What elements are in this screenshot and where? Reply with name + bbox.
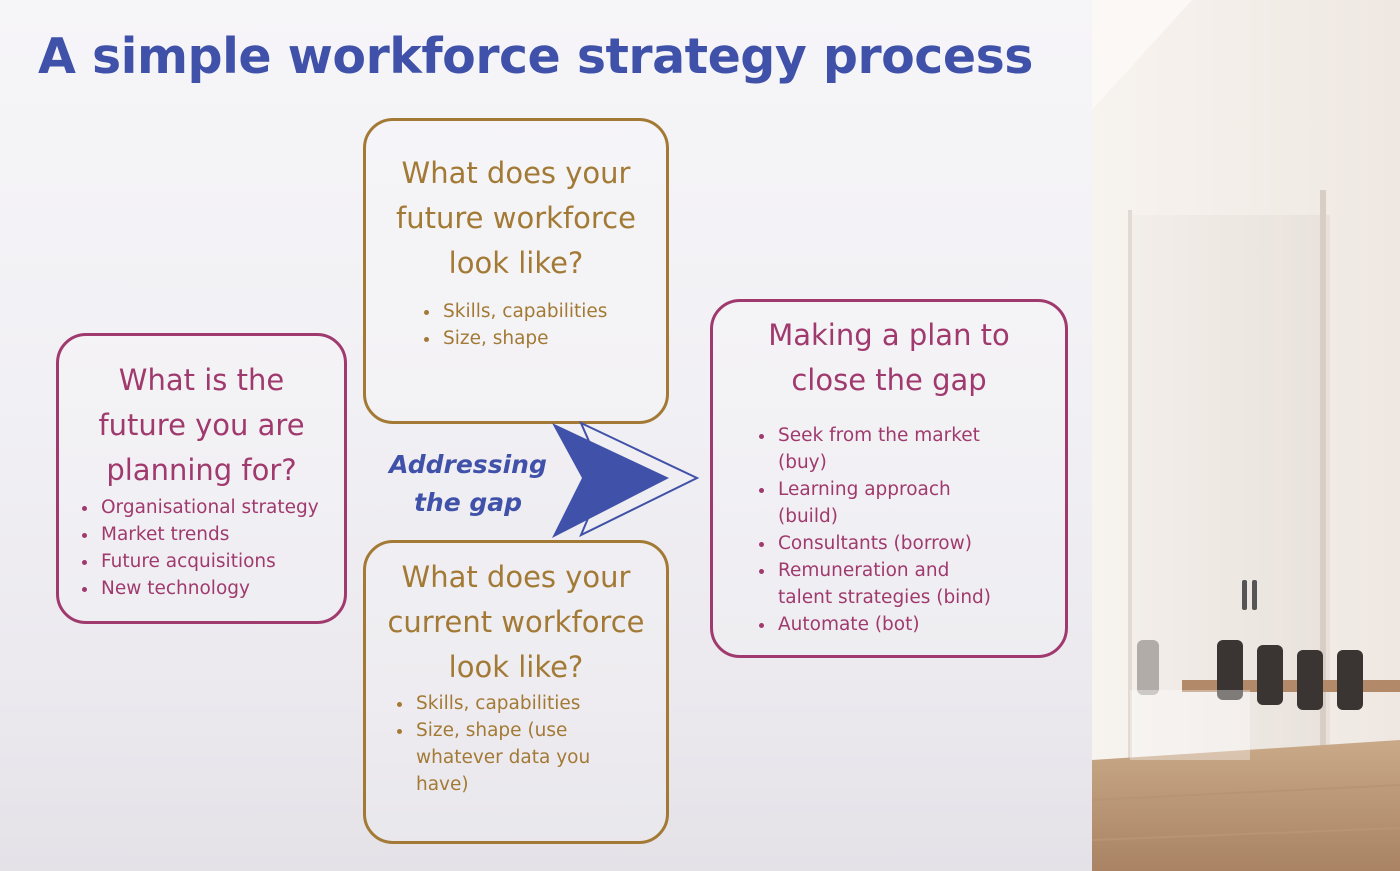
plan-heading: Making a plan to close the gap (768, 318, 1010, 397)
future-workforce-box: What does your future workforce look lik… (363, 118, 669, 424)
addressing-gap-label: Addressing the gap (389, 450, 547, 517)
future-workforce-heading: What does your future workforce look lik… (396, 156, 636, 280)
list-item: Learning approach (build) (776, 476, 1005, 530)
list-item: Remuneration and talent strategies (bind… (776, 557, 1005, 611)
future-planning-heading: What is the future you are planning for? (98, 363, 305, 487)
future-planning-list: Organisational strategy Market trends Fu… (59, 494, 344, 602)
list-item: Automate (bot) (776, 611, 1005, 638)
list-item: Future acquisitions (99, 548, 344, 575)
office-photo (1092, 0, 1400, 871)
current-workforce-heading: What does your current workforce look li… (387, 560, 645, 684)
list-item: Size, shape (use whatever data you have) (414, 717, 626, 798)
arrow-right-icon (552, 420, 700, 538)
page-title: A simple workforce strategy process (38, 28, 1033, 85)
list-item: Consultants (borrow) (776, 530, 1005, 557)
plan-box: Making a plan to close the gap Seek from… (710, 299, 1068, 658)
list-item: Size, shape (441, 325, 666, 352)
current-workforce-box: What does your current workforce look li… (363, 540, 669, 844)
list-item: Seek from the market (buy) (776, 422, 1005, 476)
future-workforce-list: Skills, capabilities Size, shape (366, 298, 666, 352)
plan-list: Seek from the market (buy) Learning appr… (713, 422, 1065, 638)
current-workforce-list: Skills, capabilities Size, shape (use wh… (366, 690, 666, 798)
list-item: Market trends (99, 521, 344, 548)
future-planning-box: What is the future you are planning for?… (56, 333, 347, 624)
list-item: Skills, capabilities (414, 690, 626, 717)
list-item: Organisational strategy (99, 494, 344, 521)
list-item: Skills, capabilities (441, 298, 666, 325)
list-item: New technology (99, 575, 344, 602)
